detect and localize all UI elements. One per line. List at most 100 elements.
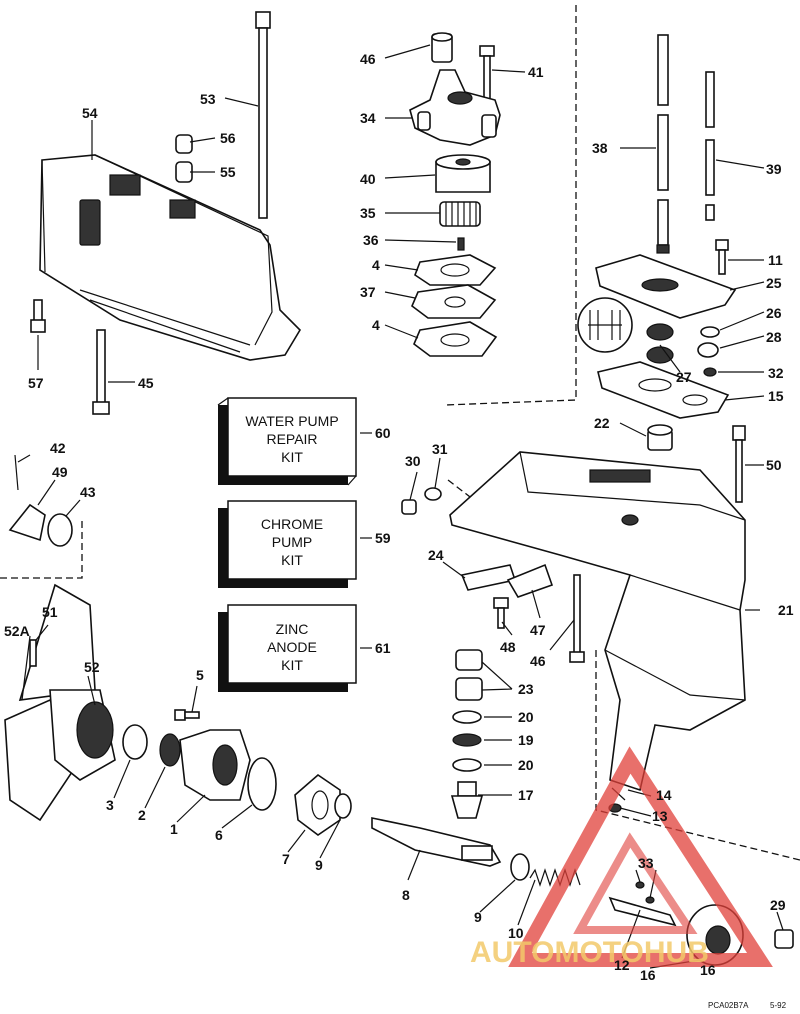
callout-53: 53: [200, 91, 216, 107]
callout-29: 29: [770, 897, 786, 913]
callout-12: 12: [614, 957, 630, 973]
callout-21: 21: [778, 602, 794, 618]
part-34-pump-housing: [409, 69, 501, 146]
callout-3: 3: [106, 797, 114, 813]
part-39-shaft-section: [705, 71, 715, 221]
callout-19: 19: [518, 732, 534, 748]
callout-41: 41: [528, 64, 544, 80]
callout-38: 38: [592, 140, 608, 156]
part-40-impeller-cup: [435, 154, 491, 193]
part-56-plug: [175, 134, 193, 154]
part-30-plug: [401, 499, 417, 515]
part-53-stud-bolt: [255, 11, 271, 219]
part-3-thrust-washer: [122, 724, 148, 760]
part-17-pinion-gear: [450, 781, 484, 819]
callout-13: 13: [652, 808, 668, 824]
callout-11: 11: [768, 252, 783, 268]
callout-46-top: 46: [360, 51, 376, 67]
callout-1: 1: [170, 821, 178, 837]
part-1-bearing-housing: [179, 729, 251, 801]
part-9-washer-rear: [334, 793, 352, 819]
callout-25: 25: [766, 275, 782, 291]
part-11-screw: [715, 239, 729, 275]
part-29-plug: [774, 929, 794, 949]
part-2-seal: [159, 733, 181, 767]
callout-28: 28: [766, 329, 782, 345]
callout-8: 8: [402, 887, 410, 903]
part-4-gasket-top: [414, 254, 497, 286]
callout-9-rear: 9: [315, 857, 323, 873]
callout-24: 24: [428, 547, 444, 563]
water-pump-kit-line3: KIT: [281, 449, 303, 465]
callout-54: 54: [82, 105, 98, 121]
part-8-propeller-shaft: [371, 817, 502, 867]
chrome-pump-kit-line2: PUMP: [272, 534, 312, 550]
part-51-pin: [29, 639, 37, 667]
part-57-screw: [30, 299, 46, 333]
callout-39: 39: [766, 161, 782, 177]
part-45-bolt: [92, 329, 110, 415]
callout-55: 55: [220, 164, 236, 180]
part-49-nut: [8, 503, 46, 542]
part-26-washer: [700, 326, 720, 338]
chrome-pump-kit-line3: KIT: [281, 552, 303, 568]
leader-lines: [17, 44, 784, 969]
figure-date: 5-92: [770, 1001, 787, 1010]
part-19-thrust-bearing: [452, 733, 482, 747]
callout-30: 30: [405, 453, 421, 469]
callout-7: 7: [282, 851, 290, 867]
part-32-oring: [703, 367, 717, 377]
part-37-plate: [411, 284, 497, 319]
callout-43: 43: [80, 484, 96, 500]
callout-45: 45: [138, 375, 154, 391]
callout-17: 17: [518, 787, 534, 803]
callout-35: 35: [360, 205, 376, 221]
callout-16-bottom: 16: [640, 967, 656, 983]
zinc-anode-kit-line1: ZINC: [276, 621, 309, 637]
callout-26: 26: [766, 305, 782, 321]
figure-code: PCA02B7A: [708, 1001, 749, 1010]
callout-59: 59: [375, 530, 391, 546]
callout-37: 37: [360, 284, 376, 300]
water-pump-repair-kit-box: [217, 397, 357, 486]
callout-23: 23: [518, 681, 534, 697]
watermark-logo: AUTOMOTOHUB: [470, 746, 773, 969]
propeller-group-boundary: [0, 520, 83, 579]
callout-20-top: 20: [518, 709, 534, 725]
callout-57: 57: [28, 375, 44, 391]
part-20-thrust-washer-bottom: [452, 758, 482, 772]
part-22-bushing: [647, 424, 673, 451]
water-pump-kit-line2: REPAIR: [266, 431, 317, 447]
watermark-text: AUTOMOTOHUB: [470, 936, 709, 969]
part-41-screw: [479, 45, 495, 105]
callout-47: 47: [530, 622, 546, 638]
callout-32: 32: [768, 365, 784, 381]
callout-31: 31: [432, 441, 448, 457]
callout-49: 49: [52, 464, 68, 480]
callout-2: 2: [138, 807, 146, 823]
part-25-bearing-housing: [595, 254, 737, 319]
part-20-thrust-washer-top: [452, 710, 482, 724]
part-35-impeller: [439, 201, 481, 227]
water-pump-kit-line1: WATER PUMP: [245, 413, 338, 429]
callout-40: 40: [360, 171, 376, 187]
callout-5: 5: [196, 667, 204, 683]
callout-50: 50: [766, 457, 782, 473]
callout-22: 22: [594, 415, 610, 431]
part-54-exhaust-cover: [39, 154, 302, 361]
callout-60: 60: [375, 425, 391, 441]
part-4-gasket-bottom: [413, 321, 498, 357]
part-6-oring: [247, 757, 277, 811]
callout-51: 51: [42, 604, 58, 620]
callout-9-front: 9: [474, 909, 482, 925]
zinc-anode-kit-line3: KIT: [281, 657, 303, 673]
part-38-driveshaft: [656, 34, 670, 254]
callout-15: 15: [768, 388, 784, 404]
callout-42: 42: [50, 440, 66, 456]
callout-14: 14: [656, 787, 672, 803]
callout-46-bottom: 46: [530, 653, 546, 669]
part-15-gasket: [597, 361, 730, 419]
callout-20-bottom: 20: [518, 757, 534, 773]
